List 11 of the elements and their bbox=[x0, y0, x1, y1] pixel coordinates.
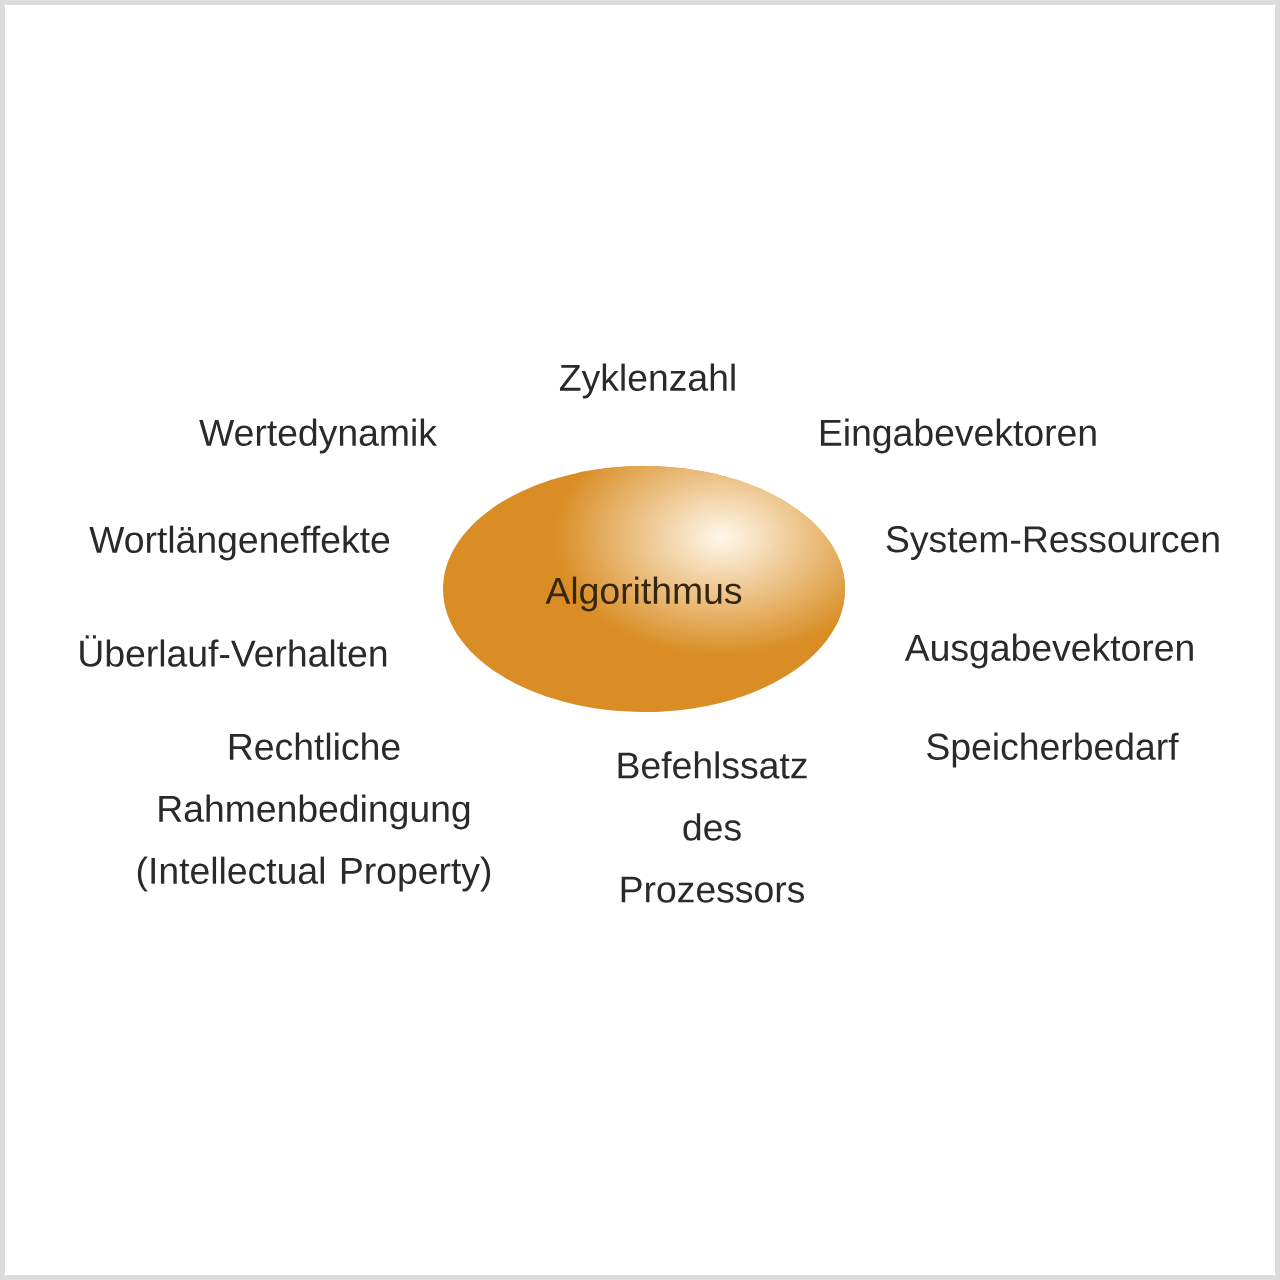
label: Wertedynamik bbox=[199, 418, 437, 454]
label: Speicherbedarf bbox=[927, 732, 1179, 768]
label: Befehlssatz des Prozessors bbox=[618, 751, 807, 903]
label: Zyklenzahl bbox=[560, 363, 735, 399]
label: Rechtliche Rahmenbedingung (Intellectual Property) bbox=[137, 732, 491, 892]
label: Wortlängeneffekte bbox=[89, 525, 390, 561]
label: Eingabevektoren bbox=[820, 418, 1096, 454]
label: Überlauf-Verhalten bbox=[80, 635, 387, 667]
label: Ausgabevektoren bbox=[904, 633, 1193, 669]
oval-node: Algorithmus bbox=[443, 466, 845, 712]
label: System-Ressourcen bbox=[886, 526, 1219, 560]
